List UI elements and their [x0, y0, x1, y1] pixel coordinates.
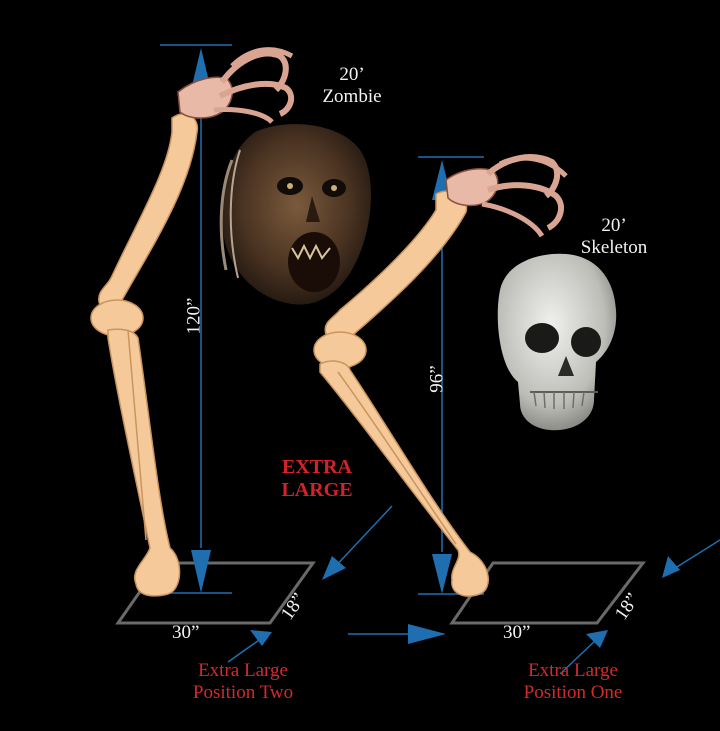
zombie-head-icon: [219, 124, 372, 305]
zombie-base-plate: [115, 561, 316, 625]
skeleton-height-label: 96”: [426, 365, 448, 393]
size-category-line1: EXTRA: [281, 456, 352, 478]
skull-icon: [497, 253, 617, 431]
zombie-width-label: 30”: [172, 622, 200, 643]
size-category-label: EXTRA LARGE: [262, 456, 372, 502]
skeleton-title-name: Skeleton: [580, 236, 648, 258]
zombie-title-name: Zombie: [322, 85, 382, 107]
zombie-height-arrow-bottom: [191, 550, 211, 593]
extra-large-pointer-arrow: [331, 505, 393, 571]
edge-pointer-arrow: [671, 539, 720, 571]
skeleton-position-line1: Extra Large: [528, 660, 618, 681]
zombie-position-line2: Position Two: [192, 681, 294, 703]
skeleton-height-arrow-bottom: [432, 554, 452, 594]
skeleton-leg-bone-icon: [313, 190, 490, 597]
zombie-position-label: Extra Large Position Two: [170, 660, 316, 704]
skeleton-position-label: Extra Large Position One: [500, 660, 646, 704]
zombie-position-line1: Extra Large: [198, 660, 288, 681]
zombie-title: 20’ Zombie: [312, 64, 392, 108]
size-category-line2: LARGE: [281, 479, 353, 501]
zombie-height-label: 120”: [183, 297, 205, 335]
skeleton-title: 20’ Skeleton: [566, 215, 662, 259]
position-two-pointer-arrow: [227, 637, 263, 663]
skeleton-claw-hand-icon: [445, 154, 568, 238]
zombie-title-size: 20’: [339, 64, 365, 85]
zombie-claw-hand-icon: [177, 47, 295, 124]
skeleton-width-label: 30”: [503, 622, 531, 643]
zombie-leg-bone-icon: [90, 113, 199, 597]
skeleton-title-size: 20’: [601, 215, 627, 236]
skeleton-base-plate: [449, 561, 647, 625]
skeleton-position-line2: Position One: [523, 681, 623, 703]
position-one-pointer-arrow: [559, 639, 597, 675]
